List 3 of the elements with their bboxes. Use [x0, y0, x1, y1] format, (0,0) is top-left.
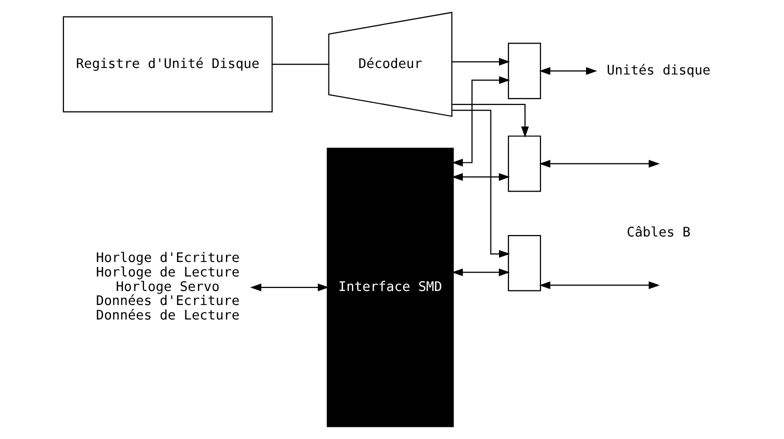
node-text: Unités disque — [606, 63, 710, 78]
node-text: Horloge d'Ecriture Horloge de Lecture Horloge Servo Données d'Ecriture Données de Lecture — [95, 251, 240, 324]
label: Câbles B — [626, 226, 690, 241]
